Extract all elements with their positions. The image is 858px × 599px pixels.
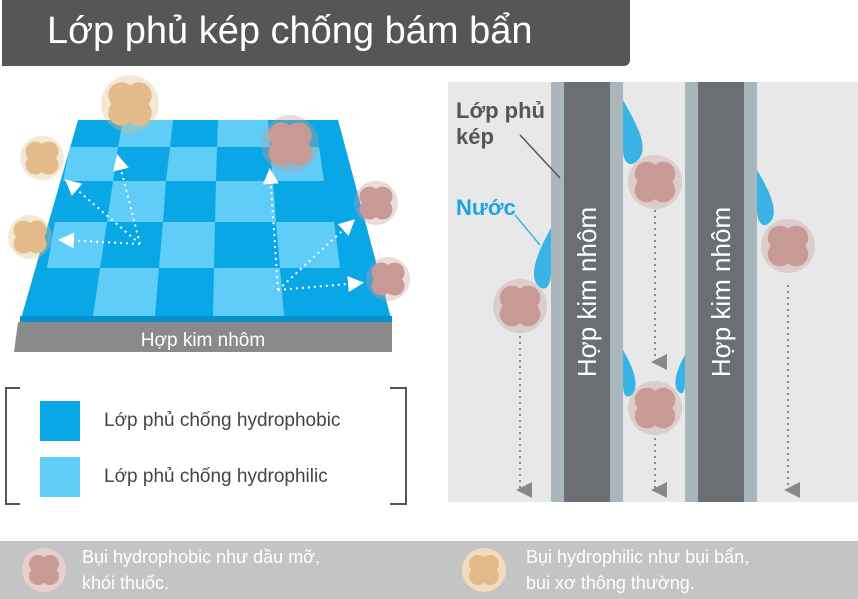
coating-label-line2: kép xyxy=(456,124,494,149)
footer-legend: Bụi hydrophobic như dầu mỡ, khói thuốc. … xyxy=(0,541,858,599)
plate-label-left: Hợp kim nhôm xyxy=(572,207,602,377)
footer-hydrophobic-line2: khói thuốc. xyxy=(82,573,170,593)
coating-leader xyxy=(519,134,561,179)
hydrophobic-particle-icon xyxy=(22,548,66,592)
hydrophilic-particle-icon xyxy=(462,548,506,592)
footer-hydrophilic-text: Bụi hydrophilic như bụi bẩn, bui xơ thôn… xyxy=(526,544,749,596)
footer-hydrophilic-line2: bui xơ thông thường. xyxy=(526,573,695,593)
footer-hydrophilic-line1: Bụi hydrophilic như bụi bẩn, xyxy=(526,547,750,567)
legend-label-hydrophobic: Lớp phủ chống hydrophobic xyxy=(104,410,341,431)
coating-label: Lớp phủ kép xyxy=(456,98,545,150)
repel-arrows xyxy=(58,154,364,292)
aluminum-plate-right xyxy=(685,82,757,502)
aluminum-plate-left xyxy=(551,82,623,502)
legend-bracket xyxy=(5,387,407,505)
water-label: Nước xyxy=(456,195,516,220)
footer-hydrophobic-text: Bụi hydrophobic như dầu mỡ, khói thuốc. xyxy=(82,544,320,596)
plate-label-right: Hợp kim nhôm xyxy=(706,207,736,377)
page-title: Lớp phủ kép chống bám bẩn xyxy=(47,10,533,52)
title-bar: Lớp phủ kép chống bám bẩn xyxy=(2,0,630,66)
water-drop-icon xyxy=(533,100,774,397)
footer-hydrophobic-line1: Bụi hydrophobic như dầu mỡ, xyxy=(82,547,320,567)
anti-fouling-diagram: Hợp kim nhôm Hợp kim nhôm xyxy=(5,75,858,505)
water-leader xyxy=(514,214,541,246)
legend-swatch-hydrophilic xyxy=(40,457,80,497)
fall-arrows xyxy=(516,210,800,498)
coating-label-line1: Lớp phủ xyxy=(456,98,545,123)
legend-swatch-hydrophobic xyxy=(40,401,80,441)
tiled-surface xyxy=(14,120,392,352)
legend-label-hydrophilic: Lớp phủ chống hydrophilic xyxy=(104,466,328,487)
base-label: Hợp kim nhôm xyxy=(140,330,266,351)
